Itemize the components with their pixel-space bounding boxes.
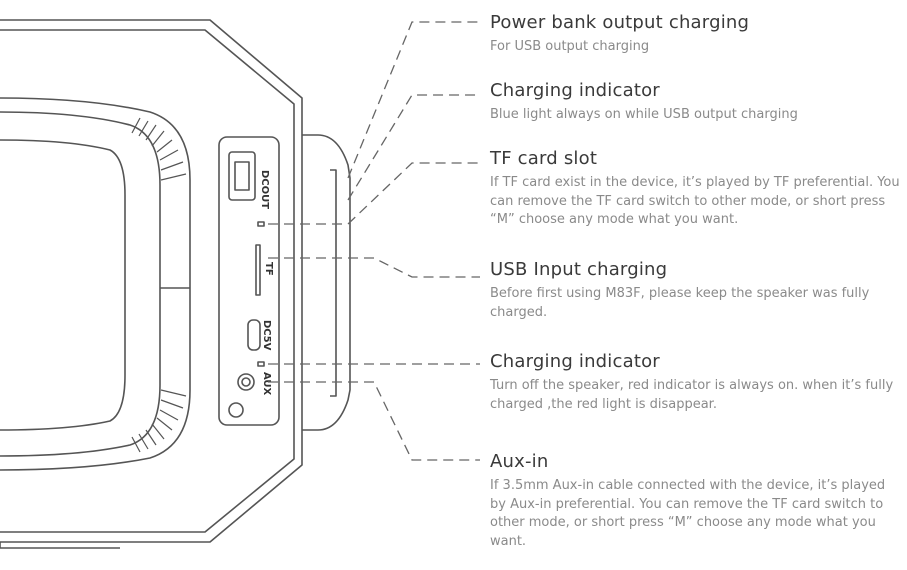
grille-ring-inner xyxy=(0,111,161,457)
leader-line-4 xyxy=(268,257,480,278)
usb-port-icon xyxy=(228,151,256,201)
speaker-body-inner-outline xyxy=(0,29,295,533)
callout-title: Power bank output charging xyxy=(490,12,750,33)
grille-ring-outer xyxy=(0,97,191,471)
leader-line-6 xyxy=(268,381,480,461)
leader-line-1 xyxy=(347,21,480,179)
port-label-dcout: DCOUT xyxy=(259,170,270,209)
speaker-body-outline xyxy=(0,19,303,543)
callout-charging-indicator-blue: Charging indicator Blue light always on … xyxy=(490,80,900,125)
leader-line-3 xyxy=(268,162,480,225)
callout-tf-card-slot: TF card slot If TF card exist in the dev… xyxy=(490,148,900,230)
port-label-aux: AUX xyxy=(261,372,272,396)
leader-line-2 xyxy=(347,94,480,201)
callout-power-bank-output: Power bank output charging For USB outpu… xyxy=(490,12,900,57)
callout-aux-in: Aux-in If 3.5mm Aux-in cable connected w… xyxy=(490,451,900,551)
callout-title: USB Input charging xyxy=(490,259,668,280)
callout-desc: Blue light always on while USB output ch… xyxy=(490,107,798,122)
callout-title: Charging indicator xyxy=(490,351,660,372)
aux-jack-icon xyxy=(237,373,255,391)
port-label-tf: TF xyxy=(263,262,274,276)
callout-usb-input-charging: USB Input charging Before first using M8… xyxy=(490,259,900,322)
callout-desc: If 3.5mm Aux-in cable connected with the… xyxy=(490,478,886,549)
tf-slot-icon xyxy=(255,244,261,296)
speaker-foot xyxy=(0,542,120,549)
callout-title: Charging indicator xyxy=(490,80,660,101)
grille-slats xyxy=(131,117,187,453)
leader-lines xyxy=(268,21,480,461)
callout-desc: For USB output charging xyxy=(490,39,650,54)
callout-desc: Before first using M83F, please keep the… xyxy=(490,286,870,320)
grille-inner-edge xyxy=(0,139,126,431)
callout-title: TF card slot xyxy=(490,148,598,169)
side-handle xyxy=(302,134,351,431)
micro-usb-icon xyxy=(247,319,261,351)
callout-desc: If TF card exist in the device, it’s pla… xyxy=(490,175,900,227)
callout-title: Aux-in xyxy=(490,451,549,472)
port-panel xyxy=(218,136,280,426)
port-label-dc5v: DC5V xyxy=(261,320,272,351)
callout-charging-indicator-red: Charging indicator Turn off the speaker,… xyxy=(490,351,900,414)
callout-desc: Turn off the speaker, red indicator is a… xyxy=(490,378,894,412)
